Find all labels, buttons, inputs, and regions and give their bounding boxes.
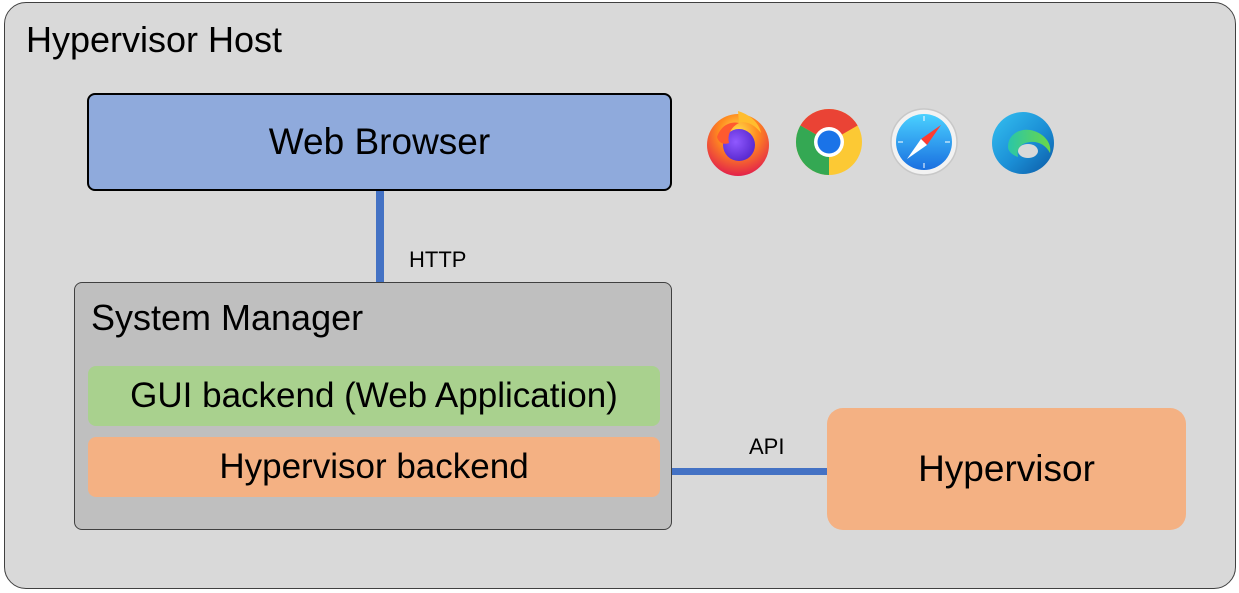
edge-icon: [988, 107, 1058, 177]
web-browser-label: Web Browser: [268, 121, 491, 162]
gui-backend-label: GUI backend (Web Application): [130, 376, 618, 415]
host-title: Hypervisor Host: [26, 19, 283, 60]
api-connector-line: [672, 468, 836, 475]
hypervisor-backend-label: Hypervisor backend: [219, 447, 529, 486]
safari-icon: [889, 107, 959, 177]
gui-backend-box: GUI backend (Web Application): [88, 366, 660, 426]
firefox-icon: [703, 107, 773, 177]
http-connector-line: [376, 191, 384, 282]
chrome-icon: [794, 107, 864, 177]
hypervisor-label: Hypervisor: [918, 448, 1095, 489]
web-browser-box: Web Browser: [87, 93, 672, 191]
hypervisor-backend-box: Hypervisor backend: [88, 437, 660, 497]
api-label: API: [749, 434, 785, 459]
system-manager-title: System Manager: [91, 297, 364, 338]
hypervisor-box: Hypervisor: [827, 408, 1186, 530]
http-label: HTTP: [409, 247, 467, 272]
